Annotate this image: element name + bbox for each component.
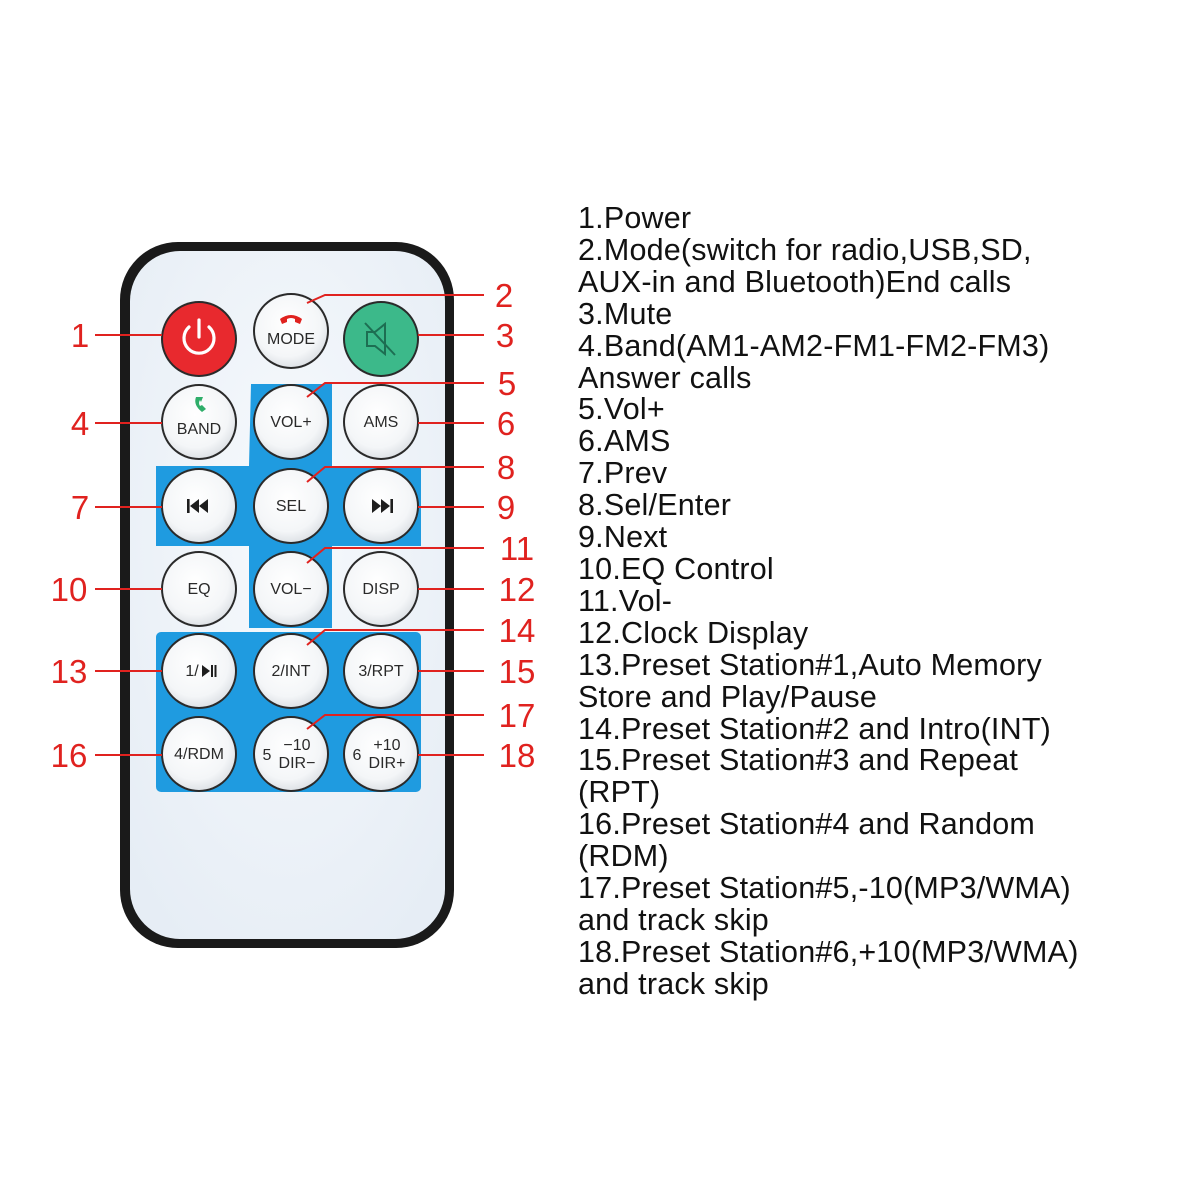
legend-line: Store and Play/Pause <box>578 679 878 714</box>
mode-button[interactable]: MODE <box>253 293 329 369</box>
legend-line: 15.Preset Station#3 and Repeat <box>578 743 1019 778</box>
p4-button[interactable]: 4/RDM <box>161 716 237 792</box>
mute-speaker-icon <box>364 321 396 357</box>
legend-line: 2.Mode(switch for radio,USB,SD, <box>578 232 1032 267</box>
disp-button[interactable]: DISP <box>343 551 419 627</box>
phone-answer-icon <box>195 397 206 412</box>
band-button[interactable]: BAND <box>161 384 237 460</box>
callout-number-2: 2 <box>495 277 513 314</box>
p2-button[interactable]: 2/INT <box>253 633 329 709</box>
callout-number-7: 7 <box>71 489 89 526</box>
legend-line: 10.EQ Control <box>578 551 774 586</box>
mode-label: MODE <box>267 331 315 348</box>
callout-line-17 <box>306 714 484 730</box>
callout-number-5: 5 <box>498 365 516 402</box>
legend-line: 17.Preset Station#5,-10(MP3/WMA) <box>578 871 1071 906</box>
legend-line: 4.Band(AM1-AM2-FM1-FM2-FM3) <box>578 328 1050 363</box>
legend-line: 5.Vol+ <box>578 392 665 427</box>
callout-line-14 <box>306 629 484 646</box>
legend-line: AUX-in and Bluetooth)End calls <box>578 264 1012 299</box>
legend-line: 3.Mute <box>578 296 673 331</box>
callout-number-12: 12 <box>499 571 536 608</box>
callout-number-14: 14 <box>499 612 536 649</box>
p6-skip-label: +10 <box>373 737 400 754</box>
prev-button[interactable] <box>161 468 237 544</box>
volup-label: VOL+ <box>270 414 311 431</box>
legend-line: Answer calls <box>578 360 752 395</box>
p5-dir-label: DIR− <box>279 755 316 772</box>
callout-number-18: 18 <box>499 737 536 774</box>
callout-number-9: 9 <box>497 489 515 526</box>
legend-line: 16.Preset Station#4 and Random <box>578 807 1036 842</box>
callout-number-15: 15 <box>499 653 536 690</box>
p6-dir-label: DIR+ <box>369 755 406 772</box>
power-icon <box>182 318 216 355</box>
phone-hangup-icon <box>280 315 302 324</box>
legend-line: 11.Vol- <box>578 583 673 618</box>
legend-line: 14.Preset Station#2 and Intro(INT) <box>578 711 1052 746</box>
play-pause-icon <box>202 665 217 677</box>
eq-button[interactable]: EQ <box>161 551 237 627</box>
disp-label: DISP <box>362 581 399 598</box>
ams-label: AMS <box>364 414 399 431</box>
callout-number-4: 4 <box>71 405 89 442</box>
callout-number-1: 1 <box>71 317 89 354</box>
voldown-label: VOL− <box>270 581 311 598</box>
sel-label: SEL <box>276 498 306 515</box>
eq-label: EQ <box>187 581 210 598</box>
callout-line-11 <box>306 547 484 564</box>
p2-label: 2/INT <box>271 663 310 680</box>
p4-label: 4/RDM <box>174 746 224 763</box>
sel-button[interactable]: SEL <box>253 468 329 544</box>
callout-line-8 <box>306 466 484 483</box>
legend-line: 9.Next <box>578 520 668 555</box>
skip-previous-icon <box>187 499 208 513</box>
voldown-button[interactable]: VOL− <box>253 551 329 627</box>
ams-button[interactable]: AMS <box>343 384 419 460</box>
legend-line: 13.Preset Station#1,Auto Memory <box>578 647 1042 682</box>
p5-number: 5 <box>263 747 272 764</box>
band-label: BAND <box>177 421 221 438</box>
legend-line: and track skip <box>578 966 769 1001</box>
legend-line: 7.Prev <box>578 456 668 491</box>
legend-line: and track skip <box>578 902 769 937</box>
power-button[interactable] <box>161 301 237 377</box>
callout-number-6: 6 <box>497 405 515 442</box>
callout-line-2 <box>306 294 484 304</box>
legend-line: (RPT) <box>578 775 661 810</box>
callout-number-17: 17 <box>499 697 536 734</box>
callout-number-13: 13 <box>51 653 88 690</box>
p5-skip-label: −10 <box>283 737 310 754</box>
legend-line: 1.Power <box>578 201 692 235</box>
legend-line: 18.Preset Station#6,+10(MP3/WMA) <box>578 934 1079 969</box>
legend-line: 8.Sel/Enter <box>578 488 732 523</box>
callout-number-16: 16 <box>51 737 88 774</box>
p1-label: 1/ <box>185 663 199 680</box>
p3-label: 3/RPT <box>358 663 404 680</box>
legend-line: (RDM) <box>578 839 669 874</box>
callout-number-10: 10 <box>51 571 88 608</box>
next-button[interactable] <box>343 468 419 544</box>
mute-button[interactable] <box>343 301 419 377</box>
callout-number-3: 3 <box>496 317 514 354</box>
p6-number: 6 <box>353 747 362 764</box>
skip-next-icon <box>372 499 393 513</box>
p3-button[interactable]: 3/RPT <box>343 633 419 709</box>
volup-button[interactable]: VOL+ <box>253 384 329 460</box>
legend-line: 12.Clock Display <box>578 615 809 650</box>
p1-button[interactable]: 1/ <box>161 633 237 709</box>
callout-number-8: 8 <box>497 449 515 486</box>
callout-number-11: 11 <box>500 530 534 567</box>
legend-line: 6.AMS <box>578 424 671 459</box>
callout-line-5 <box>306 382 484 398</box>
